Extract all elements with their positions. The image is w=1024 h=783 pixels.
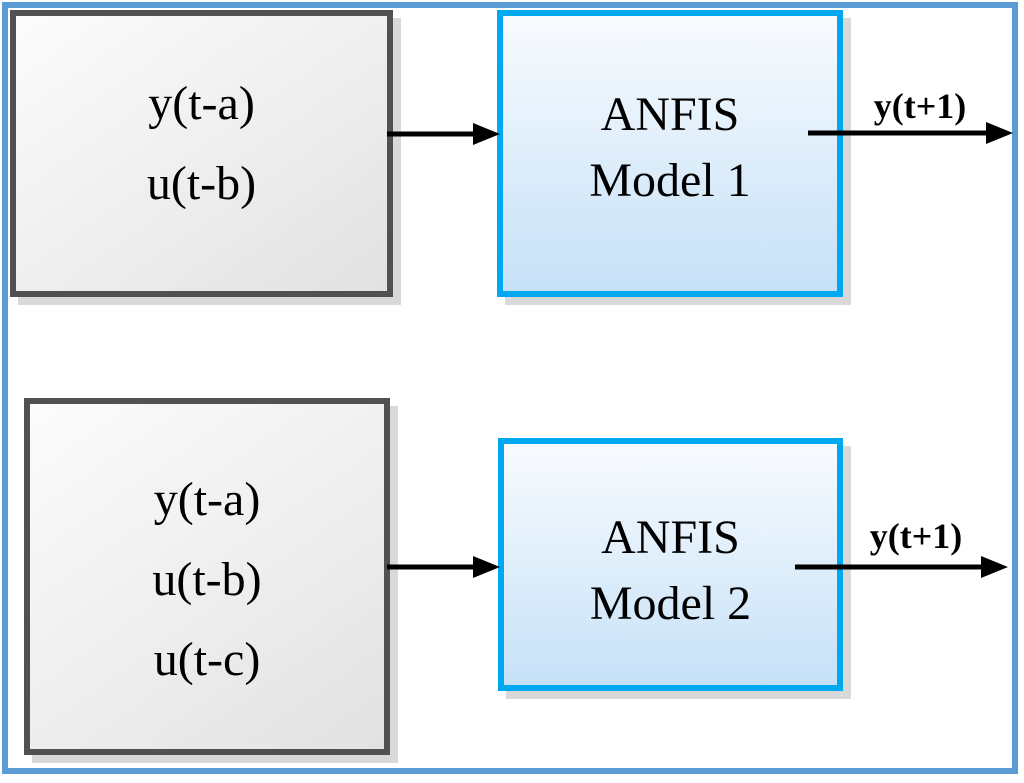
anfis-model-2-lines: ANFIS Model 2 [504, 505, 837, 637]
input2-line-3: u(t-c) [153, 632, 261, 686]
output-label-1: y(t+1) [873, 86, 967, 126]
input-block-2: y(t-a) u(t-b) u(t-c) [24, 398, 390, 755]
anfis-model-1-lines: ANFIS Model 1 [503, 82, 837, 214]
figure-border [2, 2, 1018, 774]
anfis-model-1-block: ANFIS Model 1 [497, 10, 843, 297]
anfis1-line-2: Model 1 [589, 153, 751, 207]
anfis2-line-1: ANFIS [601, 510, 740, 564]
input2-line-2: u(t-b) [152, 552, 262, 606]
anfis2-line-2: Model 2 [589, 576, 752, 630]
input1-line-1: y(t-a) [148, 76, 255, 130]
input-block-1: y(t-a) u(t-b) [10, 10, 393, 297]
anfis-model-2-block: ANFIS Model 2 [498, 438, 843, 691]
input2-line-1: y(t-a) [153, 472, 261, 526]
input-block-2-lines: y(t-a) u(t-b) u(t-c) [30, 460, 384, 700]
input1-line-2: u(t-b) [146, 156, 257, 210]
output-label-2: y(t+1) [869, 516, 963, 556]
anfis1-line-1: ANFIS [600, 87, 740, 141]
input-block-1-lines: y(t-a) u(t-b) [16, 64, 387, 224]
